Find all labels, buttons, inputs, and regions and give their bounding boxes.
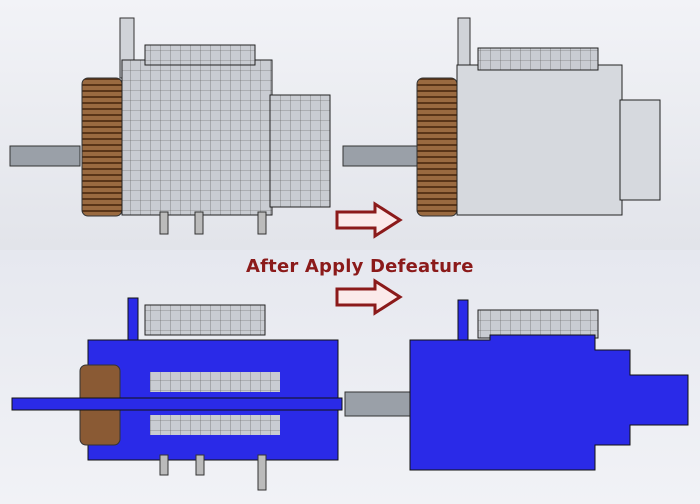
arrow-right-icon (335, 278, 403, 316)
caption-after-apply-defeature: After Apply Defeature (246, 256, 474, 277)
section-original (11, 297, 343, 491)
arrow-right-icon (335, 201, 403, 239)
defeatured-model (342, 17, 661, 217)
section-defeatured (344, 299, 689, 471)
original-model (9, 17, 331, 235)
